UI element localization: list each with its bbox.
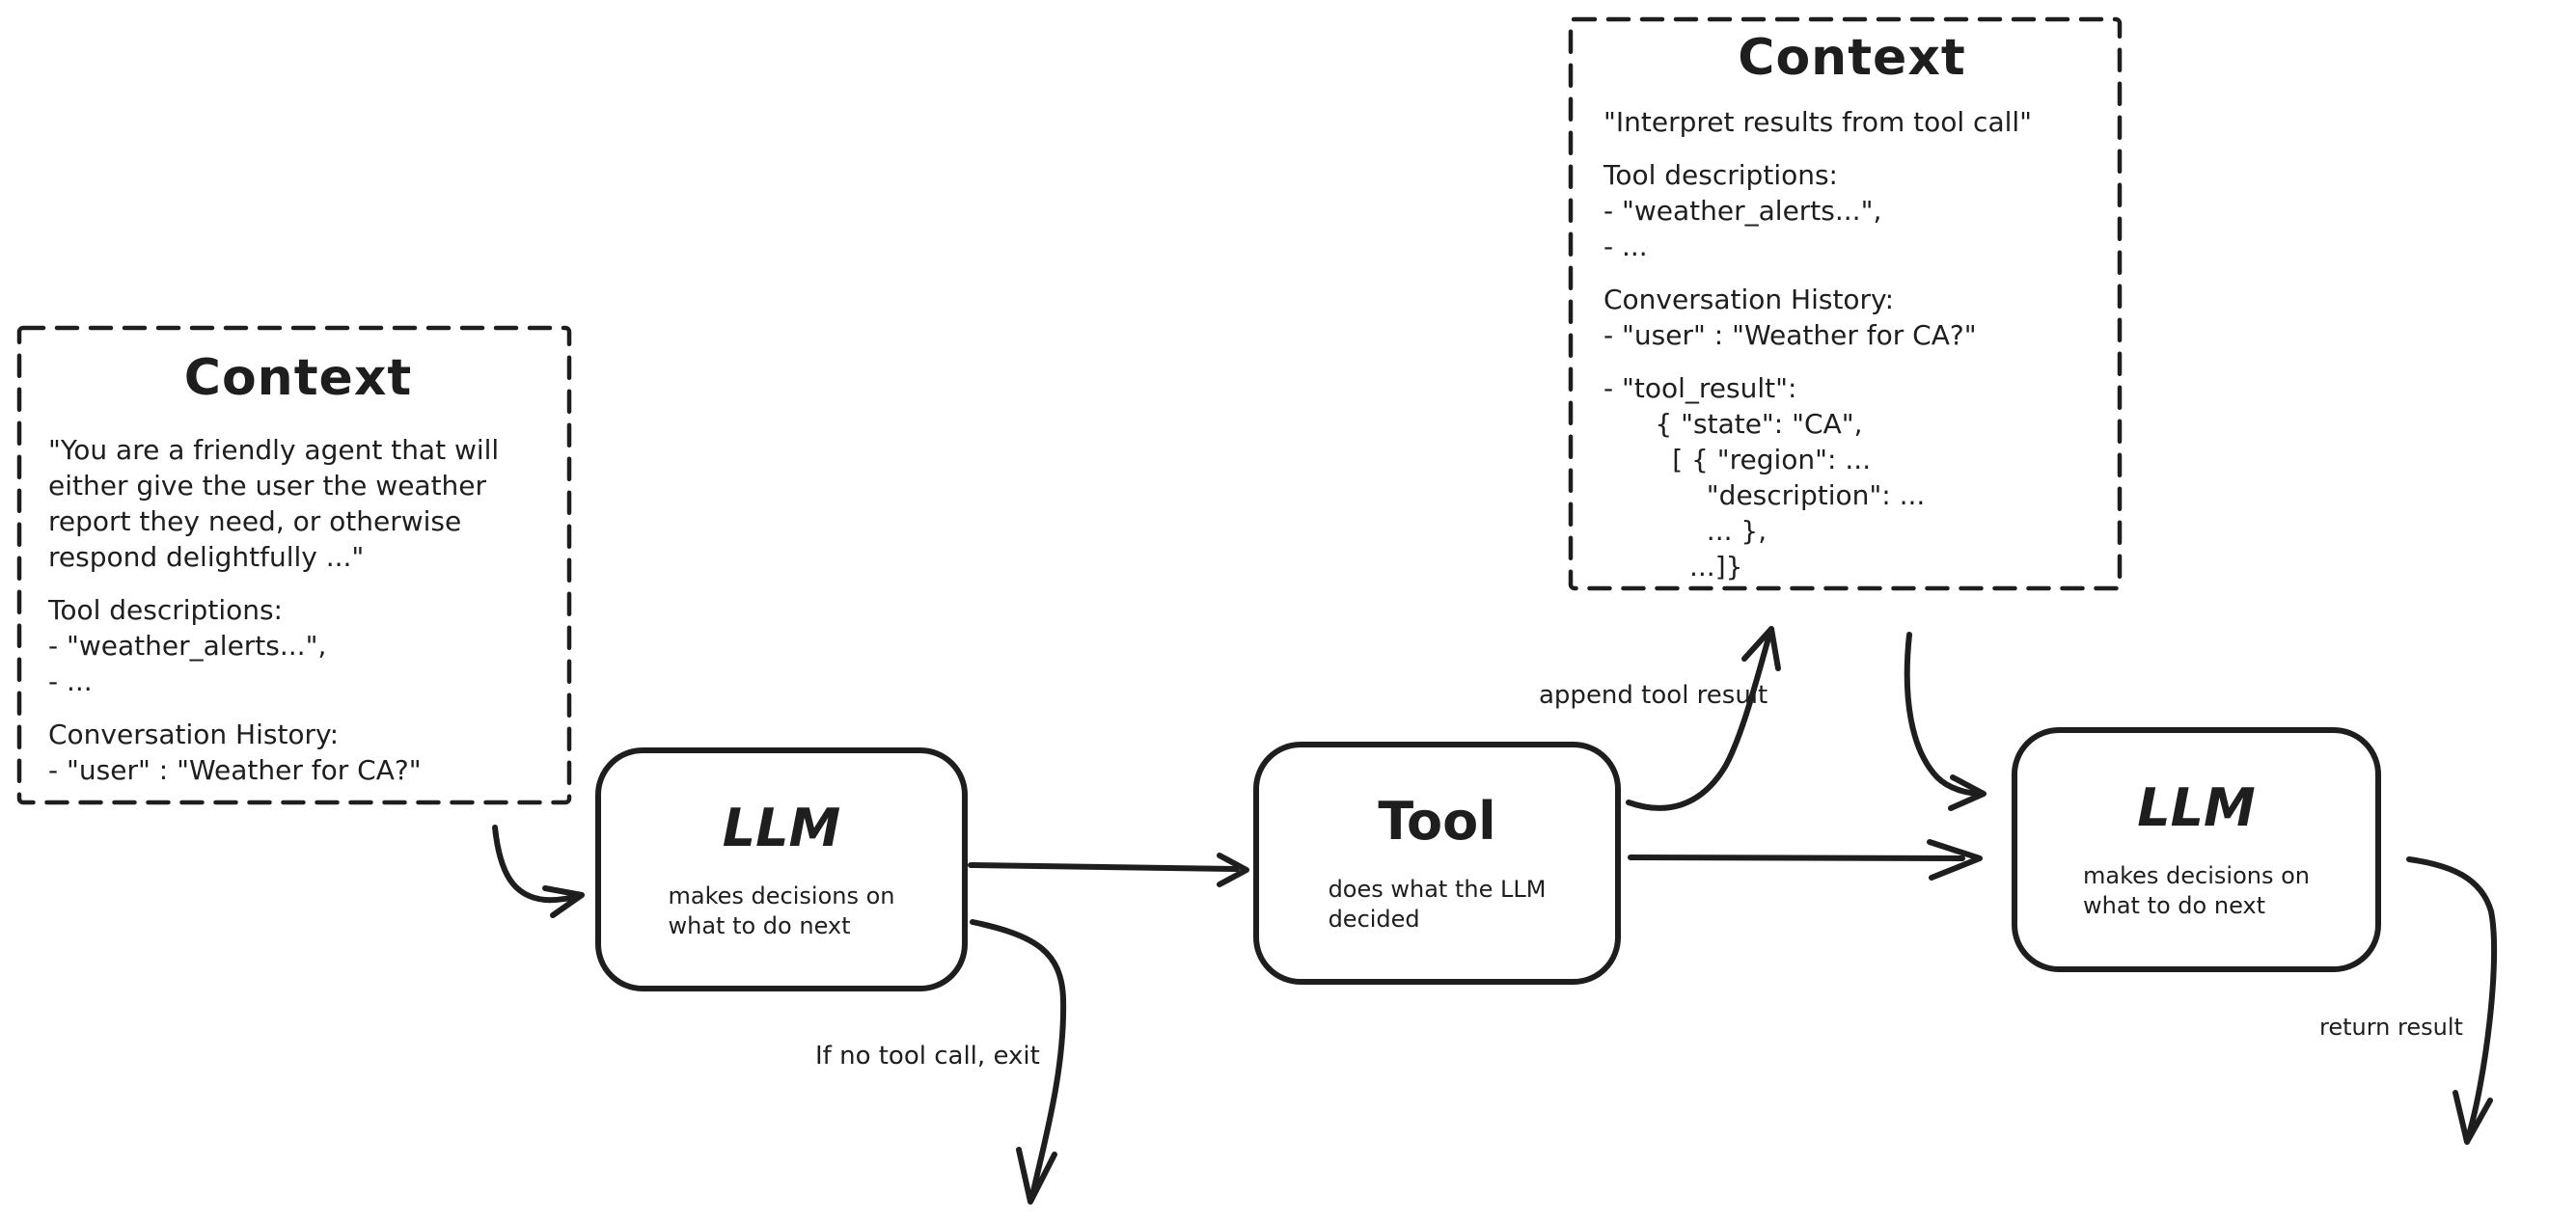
context-right-instruction: "Interpret results from tool call" [1603,106,2033,138]
context-left-system-prompt: "You are a friendly agent that will eith… [48,434,500,573]
arrow-context-left-to-llm-first [492,825,585,918]
arrow-context-right-to-llm-second [1904,632,1987,811]
context-left-box: Context "You are a friendly agent that w… [19,328,569,802]
arrow-tool-to-context-right [1626,626,1781,811]
tool-node-border [1253,742,1621,985]
context-right-title: Context [1738,29,1966,87]
arrow-llm-first-exit [970,919,1067,1205]
context-right-conversation-history: Conversation History: - "user" : "Weathe… [1603,284,1977,351]
tool-node-title: Tool [1378,791,1496,852]
llm-node-first-title: LLM [722,797,841,858]
context-left-conversation-history: Conversation History: - "user" : "Weathe… [48,719,422,786]
label-if-no-tool-call-exit: If no tool call, exit [815,1042,1040,1071]
llm-node-second-border [2012,727,2381,972]
arrow-tool-to-llm-second [1628,839,1983,881]
label-return-result: return result [2319,1014,2463,1041]
arrow-llm-first-to-tool [968,853,1249,887]
llm-node-second-subtitle: makes decisions on what to do next [2083,862,2310,919]
context-left-tool-descriptions: Tool descriptions: - "weather_alerts..."… [48,594,327,697]
context-left-title: Context [183,349,413,407]
llm-node-second-title: LLM [2137,777,2256,838]
context-left-box-border [16,325,572,805]
llm-node-second: LLM makes decisions on what to do next [2014,730,2378,969]
llm-node-first-border [595,747,968,991]
llm-node-first-subtitle: makes decisions on what to do next [668,882,895,939]
arrow-llm-second-return [2406,856,2498,1145]
context-right-tool-descriptions: Tool descriptions: - "weather_alerts..."… [1603,159,1882,262]
label-append-tool-result: append tool result [1539,681,1768,710]
tool-node-subtitle: does what the LLM decided [1328,876,1547,933]
context-right-box: Context "Interpret results from tool cal… [1571,19,2120,588]
llm-node-first: LLM makes decisions on what to do next [598,750,965,989]
context-right-box-border [1568,16,2123,591]
tool-node: Tool does what the LLM decided [1256,745,1618,982]
context-right-tool-result: - "tool_result": { "state": "CA", [ { "r… [1603,372,1926,583]
